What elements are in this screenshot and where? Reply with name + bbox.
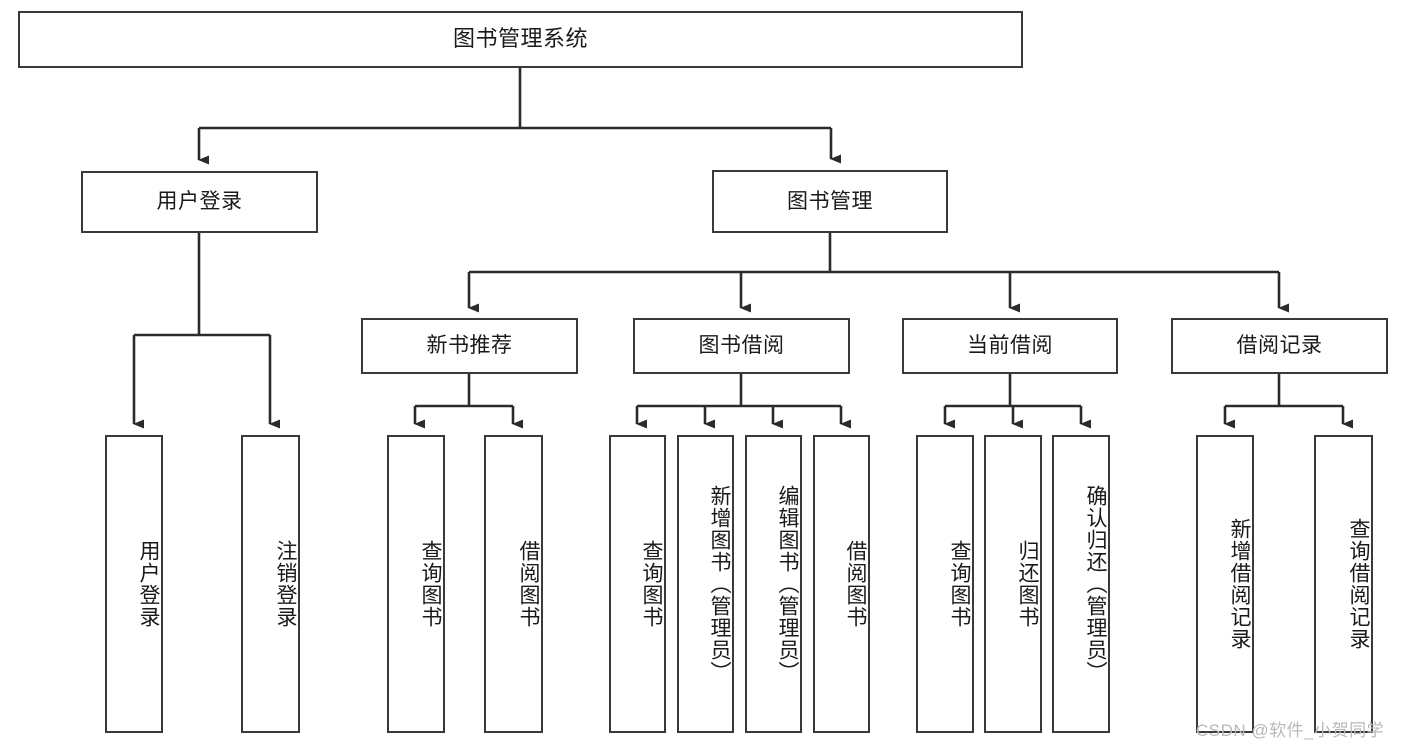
node-book-borrow-label: 图书借阅 [698,334,785,358]
leaf-query-book-c-label: 查询图书 [948,540,971,628]
leaf-borrow-book-rec[interactable]: 借阅图书 [484,435,543,733]
node-borrow-record-label: 借阅记录 [1236,334,1323,358]
leaf-query-record-label: 查询借阅记录 [1347,518,1370,650]
leaf-edit-book-label: 编辑图书（管理员） [776,485,799,683]
leaf-query-record[interactable]: 查询借阅记录 [1314,435,1373,733]
leaf-query-book-c[interactable]: 查询图书 [916,435,974,733]
leaf-user-login-label: 用户登录 [137,540,160,628]
leaf-add-record[interactable]: 新增借阅记录 [1196,435,1254,733]
leaf-query-book-rec[interactable]: 查询图书 [387,435,445,733]
leaf-logout[interactable]: 注销登录 [241,435,300,733]
leaf-query-book-b[interactable]: 查询图书 [609,435,666,733]
leaf-edit-book[interactable]: 编辑图书（管理员） [745,435,802,733]
leaf-user-login[interactable]: 用户登录 [105,435,163,733]
leaf-borrow-book-rec-label: 借阅图书 [517,540,540,628]
leaf-query-book-b-label: 查询图书 [640,540,663,628]
node-root-label: 图书管理系统 [452,26,588,52]
leaf-add-record-label: 新增借阅记录 [1228,518,1251,650]
csdn-watermark: CSDN @软件_小贺同学 [1196,721,1385,740]
leaf-return-book-label: 归还图书 [1016,540,1039,628]
node-current-borrow-label: 当前借阅 [967,334,1053,358]
leaf-add-book[interactable]: 新增图书（管理员） [677,435,734,733]
leaf-query-book-rec-label: 查询图书 [419,540,442,628]
node-borrow-record[interactable]: 借阅记录 [1171,318,1388,374]
node-new-book-rec[interactable]: 新书推荐 [361,318,578,374]
leaf-confirm-return[interactable]: 确认归还（管理员） [1052,435,1110,733]
node-book-borrow[interactable]: 图书借阅 [633,318,850,374]
node-root[interactable]: 图书管理系统 [18,11,1023,68]
node-book-manage-label: 图书管理 [787,189,873,213]
node-current-borrow[interactable]: 当前借阅 [902,318,1118,374]
node-user-login-label: 用户登录 [156,190,243,214]
leaf-borrow-book-b[interactable]: 借阅图书 [813,435,870,733]
node-user-login[interactable]: 用户登录 [81,171,318,233]
leaf-add-book-label: 新增图书（管理员） [708,485,731,683]
leaf-borrow-book-b-label: 借阅图书 [844,540,867,628]
leaf-confirm-return-label: 确认归还（管理员） [1084,485,1107,683]
node-new-book-rec-label: 新书推荐 [426,334,513,358]
node-book-manage[interactable]: 图书管理 [712,170,948,233]
leaf-logout-label: 注销登录 [274,540,297,628]
leaf-return-book[interactable]: 归还图书 [984,435,1042,733]
